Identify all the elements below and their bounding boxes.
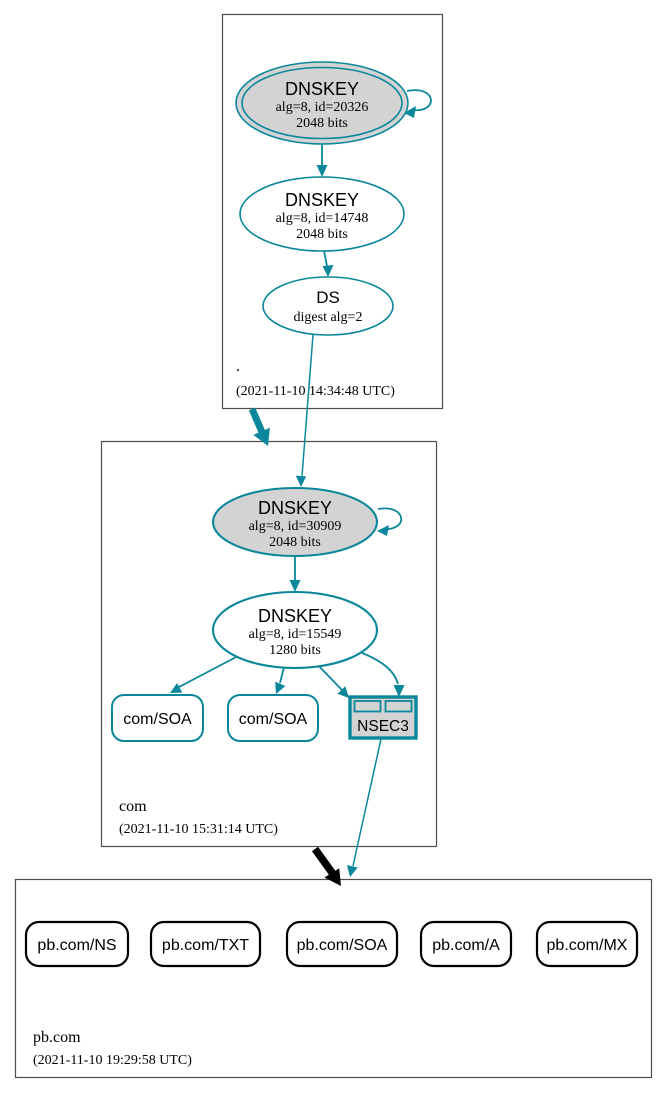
pbcom-soa-label: pb.com/SOA <box>297 937 388 954</box>
com-zsk-ellipse[interactable] <box>211 590 379 670</box>
pbcom-zone-border <box>14 878 653 1079</box>
graph-edges <box>170 89 432 886</box>
com-soa-node-1[interactable]: com/SOA <box>111 694 204 742</box>
com-ksk-node[interactable]: DNSKEY alg=8, id=30909 2048 bits <box>211 486 379 558</box>
pbcom-a-label: pb.com/A <box>432 937 500 954</box>
root-ksk-selfsign-arrowhead <box>404 106 416 118</box>
root-zone-border <box>221 13 444 410</box>
zone-box-root: . (2021-11-10 14:34:48 UTC) <box>221 13 444 410</box>
com-zsk-nsec3-right-edge <box>359 651 399 685</box>
root-zone-timestamp: (2021-11-10 14:34:48 UTC) <box>236 384 395 399</box>
com-pbcom-delegation-arrowhead <box>324 868 341 886</box>
zone-box-com: com (2021-11-10 15:31:14 UTC) <box>100 440 438 848</box>
com-zone-border <box>100 440 438 848</box>
com-zsk-soa2-arrowhead <box>275 681 286 694</box>
nsec3-pbcom-edge <box>352 738 382 867</box>
com-soa2-label: com/SOA <box>239 711 308 728</box>
root-ds-ellipse[interactable] <box>262 276 394 336</box>
com-zone-timestamp: (2021-11-10 15:31:14 UTC) <box>119 822 278 837</box>
ds-com-ksk-arrowhead <box>295 475 307 487</box>
com-zsk-detail: alg=8, id=15549 <box>249 627 342 642</box>
root-ksk-zsk-arrowhead <box>316 165 328 177</box>
ds-com-ksk-edge <box>301 334 314 477</box>
pbcom-a-rect[interactable] <box>419 920 513 968</box>
com-zone-label: com <box>119 798 147 815</box>
com-ksk-ellipse[interactable] <box>211 486 379 558</box>
nsec3-pbcom-arrowhead <box>347 865 358 877</box>
root-zsk-title: DNSKEY <box>285 190 359 210</box>
com-soa1-rect[interactable] <box>111 694 204 742</box>
pbcom-rrset-ns[interactable]: pb.com/NS <box>24 920 130 968</box>
root-zsk-bits: 2048 bits <box>296 227 348 242</box>
root-ksk-selfsign-edge <box>406 89 432 111</box>
root-ksk-node[interactable]: DNSKEY alg=8, id=20326 2048 bits <box>235 61 409 145</box>
root-ds-node[interactable]: DS digest alg=2 <box>262 276 394 336</box>
pbcom-txt-label: pb.com/TXT <box>162 937 249 954</box>
nsec3-label: NSEC3 <box>357 718 409 735</box>
pbcom-ns-label: pb.com/NS <box>37 937 116 954</box>
pbcom-zone-label: pb.com <box>33 1029 81 1046</box>
com-zsk-node[interactable]: DNSKEY alg=8, id=15549 1280 bits <box>211 590 379 670</box>
root-zone-label: . <box>236 358 240 375</box>
root-ksk-bits: 2048 bits <box>296 116 348 131</box>
pbcom-mx-rect[interactable] <box>535 920 639 968</box>
root-com-delegation-arrowhead <box>253 427 270 446</box>
com-zsk-soa2-edge <box>279 666 285 684</box>
pbcom-rrset-mx[interactable]: pb.com/MX <box>535 920 639 968</box>
pbcom-mx-label: pb.com/MX <box>547 937 628 954</box>
com-zsk-title: DNSKEY <box>258 606 332 626</box>
com-zsk-soa1-edge <box>178 654 241 688</box>
com-zsk-bits: 1280 bits <box>269 643 321 658</box>
pbcom-soa-rect[interactable] <box>285 920 399 968</box>
root-zsk-ds-arrowhead <box>322 265 334 277</box>
com-nsec3-node[interactable]: NSEC3 <box>348 695 418 740</box>
pbcom-rrset-txt[interactable]: pb.com/TXT <box>149 920 262 968</box>
zone-box-pbcom: pb.com (2021-11-10 19:29:58 UTC) <box>14 878 653 1079</box>
com-pbcom-delegation-edge <box>311 846 337 877</box>
com-ksk-title: DNSKEY <box>258 498 332 518</box>
com-zsk-nsec3-right-arrowhead <box>393 685 405 697</box>
com-soa-node-2[interactable]: com/SOA <box>227 694 319 742</box>
pbcom-rrset-a[interactable]: pb.com/A <box>419 920 513 968</box>
root-zsk-ds-edge <box>323 250 328 267</box>
com-ksk-selfsign-arrowhead <box>377 525 389 536</box>
com-zsk-nsec3-left-arrowhead <box>337 686 349 698</box>
root-ksk-detail: alg=8, id=20326 <box>276 100 369 115</box>
com-ksk-selfsign-edge <box>377 507 403 530</box>
com-soa1-label: com/SOA <box>123 711 192 728</box>
com-ksk-zsk-arrowhead <box>289 580 301 592</box>
root-com-delegation-edge <box>248 407 266 434</box>
root-ksk-title: DNSKEY <box>285 79 359 99</box>
pbcom-zone-timestamp: (2021-11-10 19:29:58 UTC) <box>33 1053 192 1068</box>
root-ds-detail: digest alg=2 <box>294 310 363 325</box>
root-ksk-inner-ellipse <box>241 66 403 140</box>
root-ds-title: DS <box>316 288 340 307</box>
com-zsk-soa1-arrowhead <box>170 683 183 693</box>
pbcom-rrset-soa[interactable]: pb.com/SOA <box>285 920 399 968</box>
pbcom-ns-rect[interactable] <box>24 920 130 968</box>
com-ksk-detail: alg=8, id=30909 <box>249 519 342 534</box>
pbcom-txt-rect[interactable] <box>149 920 262 968</box>
root-ksk-outer-ellipse[interactable] <box>235 61 409 145</box>
root-zsk-ellipse[interactable] <box>239 176 405 252</box>
root-zsk-node[interactable]: DNSKEY alg=8, id=14748 2048 bits <box>239 176 405 252</box>
root-zsk-detail: alg=8, id=14748 <box>276 211 369 226</box>
com-ksk-bits: 2048 bits <box>269 535 321 550</box>
com-soa2-rect[interactable] <box>227 694 319 742</box>
nsec3-cell-right <box>384 700 413 713</box>
nsec3-cell-left <box>353 700 382 713</box>
